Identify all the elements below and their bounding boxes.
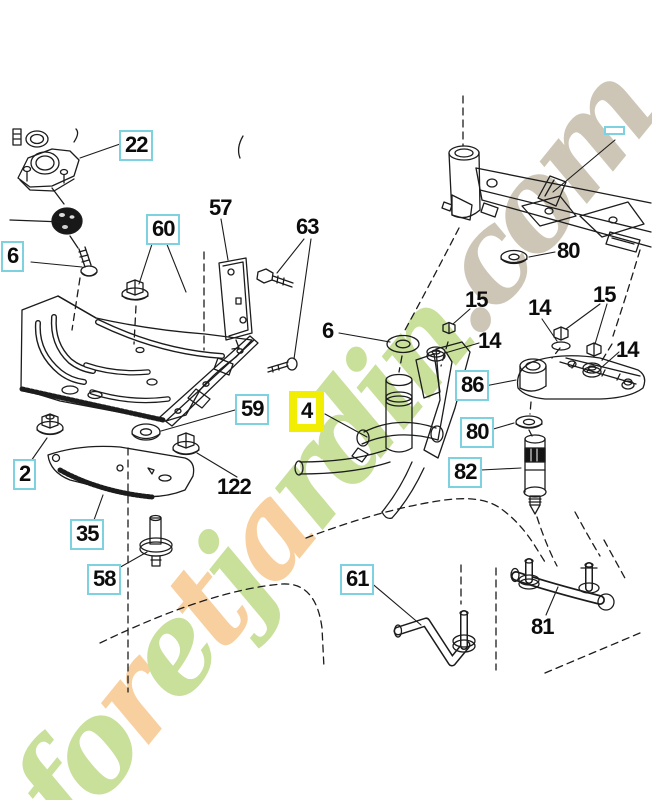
part-86-label: 86 [455, 370, 490, 401]
part-59-label: 59 [235, 394, 270, 425]
part-57-label: 57 [209, 195, 233, 220]
part-81-number: 81 [531, 614, 555, 639]
part-81-label: 81 [531, 614, 555, 639]
part-63-label: 63 [296, 214, 320, 239]
part-22-number: 22 [125, 132, 149, 157]
part-57-number: 57 [209, 195, 233, 220]
part-14-right-label: 14 [528, 295, 552, 320]
part-6-left-number: 6 [7, 243, 19, 268]
part-86-number: 86 [461, 372, 485, 397]
part-4-number: 4 [297, 398, 317, 424]
part-61-label: 61 [340, 564, 375, 595]
part-6-mid-label: 6 [322, 318, 334, 343]
part-80-top-number: 80 [557, 238, 581, 263]
part-122-number: 122 [217, 474, 252, 499]
part-6-mid-number: 6 [322, 318, 334, 343]
part-60-label: 60 [146, 214, 181, 245]
part-15-right-number: 15 [593, 282, 617, 307]
part-63-number: 63 [296, 214, 320, 239]
part-61-number: 61 [346, 566, 370, 591]
part-58-label: 58 [87, 564, 122, 595]
part-80-top-label: 80 [557, 238, 581, 263]
part-35-number: 35 [76, 521, 100, 546]
part-60-number: 60 [152, 216, 176, 241]
part-82-label: 82 [448, 457, 483, 488]
part-82-number: 82 [454, 459, 478, 484]
part-58-number: 58 [93, 566, 117, 591]
part-6-left-label: 6 [1, 241, 25, 272]
part-59-number: 59 [241, 396, 265, 421]
part-122-label: 122 [217, 474, 252, 499]
part-2-label: 2 [13, 459, 37, 490]
part-15-left-number: 15 [465, 287, 489, 312]
part-22-label: 22 [119, 130, 154, 161]
part-14-left-label: 14 [478, 328, 502, 353]
part-unlabeled-label [604, 126, 625, 135]
part-35-label: 35 [70, 519, 105, 550]
part-80-mid-label: 80 [460, 417, 495, 448]
part-14-left-number: 14 [478, 328, 502, 353]
part-14-far-right-label: 14 [616, 337, 640, 362]
part-15-left-label: 15 [465, 287, 489, 312]
part-14-far-right-number: 14 [616, 337, 640, 362]
part-2-number: 2 [19, 461, 31, 486]
part-14-right-number: 14 [528, 295, 552, 320]
part-4-label: 4 [289, 391, 325, 432]
part-15-right-label: 15 [593, 282, 617, 307]
part-80-mid-number: 80 [466, 419, 490, 444]
